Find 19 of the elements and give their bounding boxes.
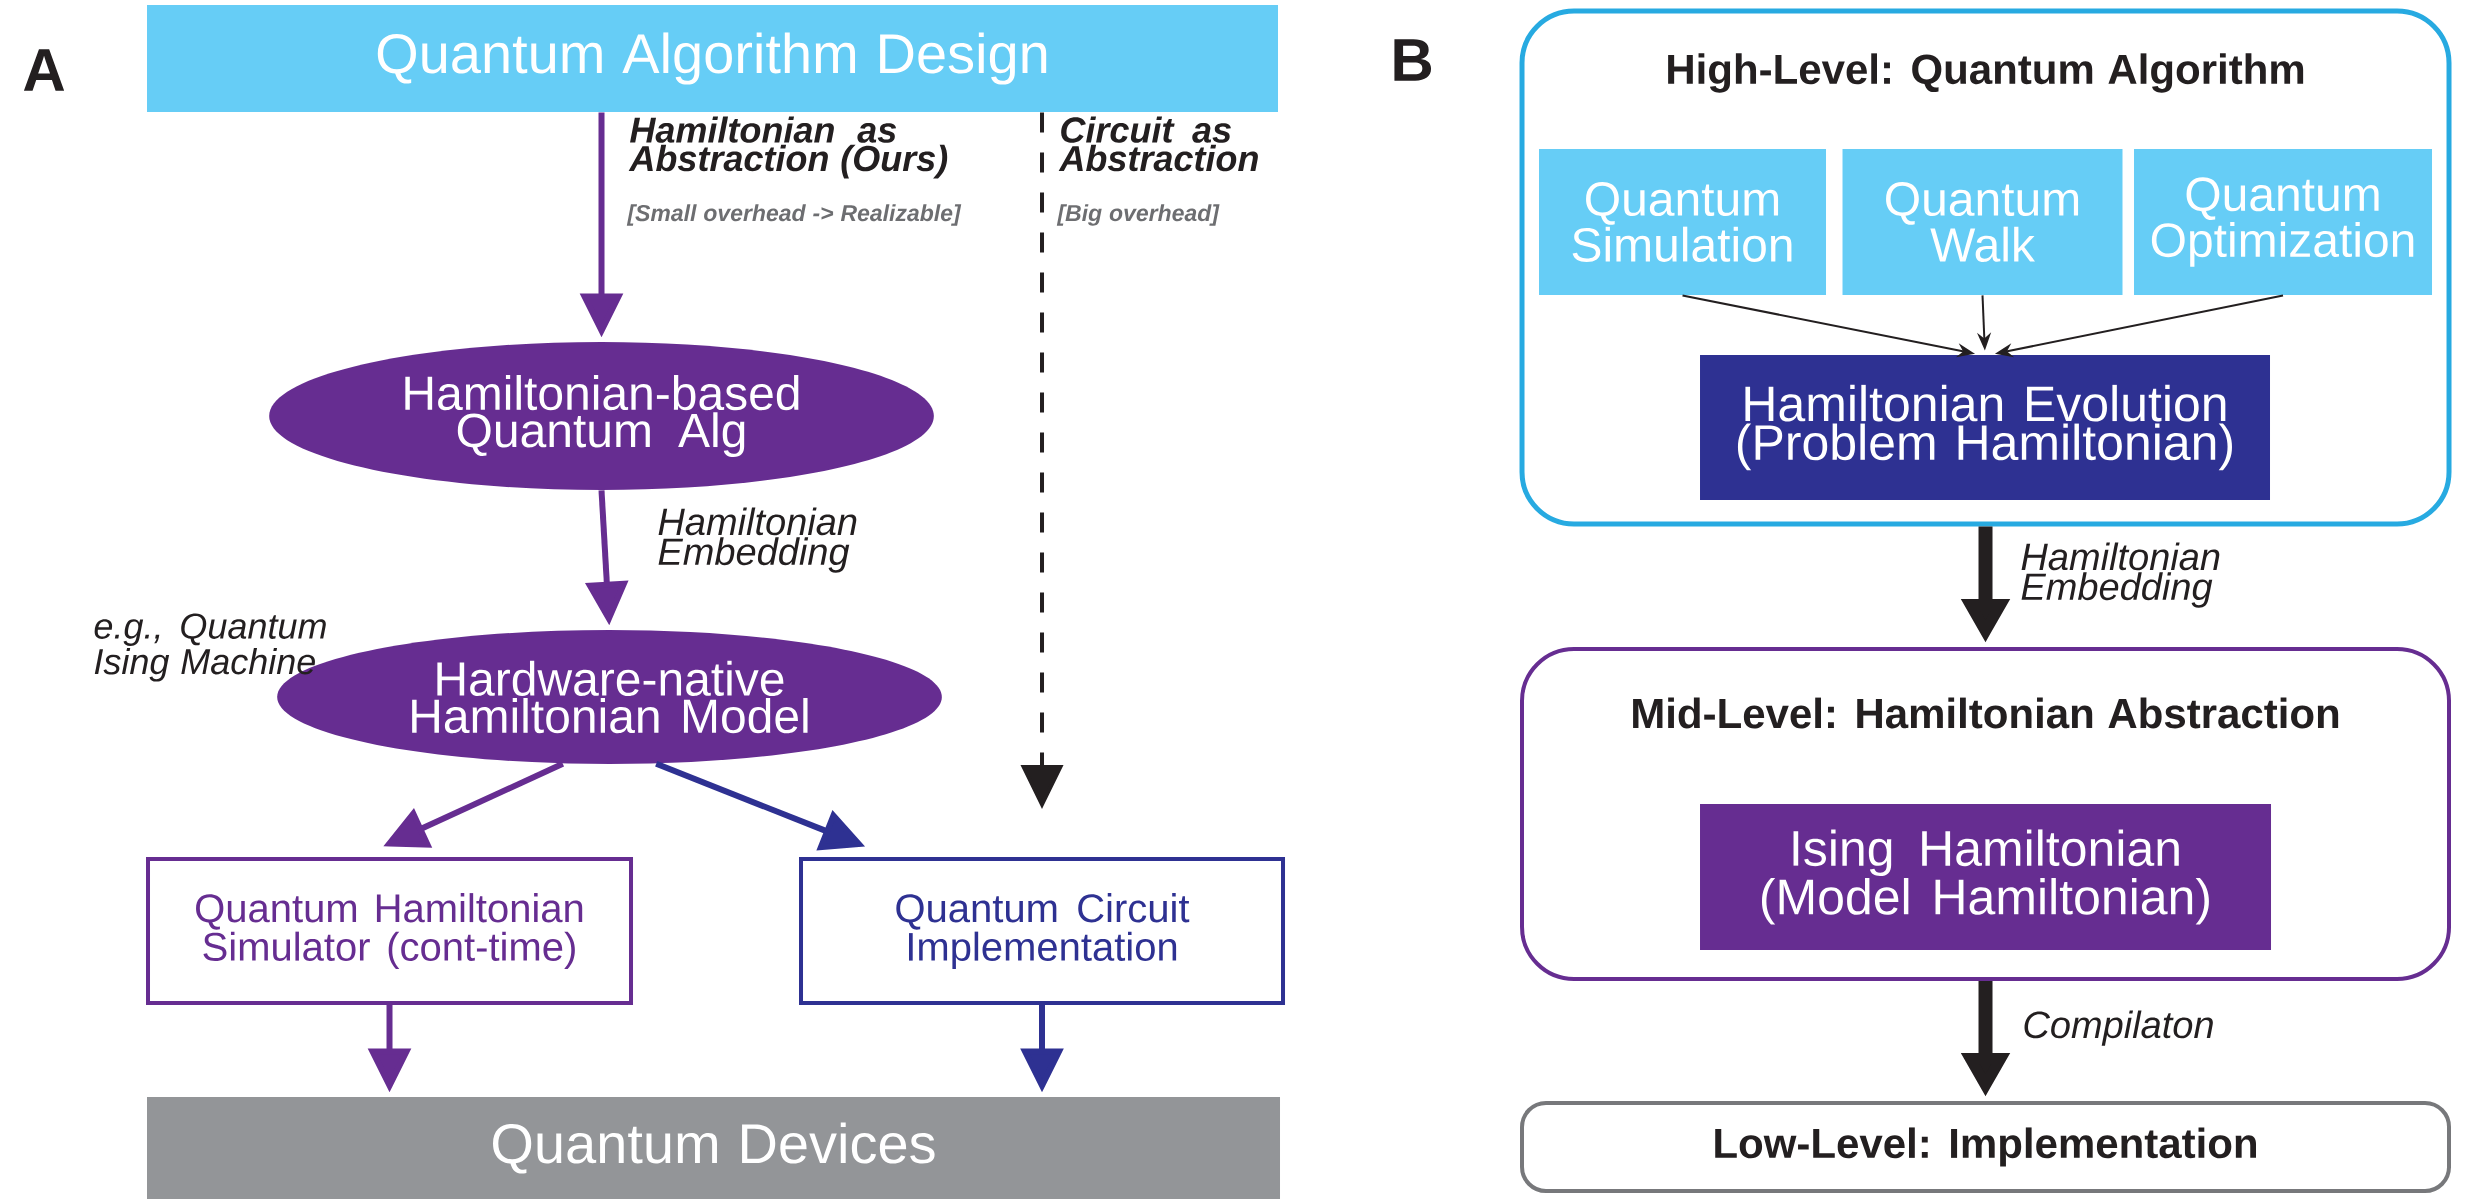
- process-box: Quantum Walk: [1842, 149, 2123, 295]
- device-bar: Quantum Devices: [147, 1097, 1280, 1199]
- process-box: Ising Hamiltonian (Model Hamiltonian): [1700, 804, 2271, 950]
- process-box: Hamiltonian Evolution (Problem Hamiltonian): [1700, 355, 2270, 500]
- process-box: Quantum Optimization: [2134, 149, 2432, 295]
- edge-label: Compilaton: [2024, 1010, 2213, 1046]
- edge-label: Hamiltonian Embedding: [2021, 542, 2220, 608]
- note-text: [Small overhead -> Realizable]: [626, 204, 962, 226]
- process-box: Quantum Hamiltonian Simulator (cont-time): [146, 857, 633, 1005]
- edge-label: Hamiltonian Embedding: [658, 507, 857, 573]
- panel-letter: B: [1394, 39, 1432, 81]
- edge-label: Circuit as Abstraction: [1058, 116, 1258, 172]
- process-box: Quantum Circuit Implementation: [799, 857, 1285, 1005]
- edge-label: Hamiltonian as Abstraction (Ours): [628, 116, 948, 179]
- panel-letter: A: [23, 49, 65, 91]
- process-box: Quantum Simulation: [1539, 149, 1826, 295]
- title-box: Quantum Algorithm Design: [147, 5, 1278, 112]
- level-box: Low-Level: Implementation: [1520, 1101, 2451, 1193]
- note-text: [Big overhead]: [1056, 204, 1220, 226]
